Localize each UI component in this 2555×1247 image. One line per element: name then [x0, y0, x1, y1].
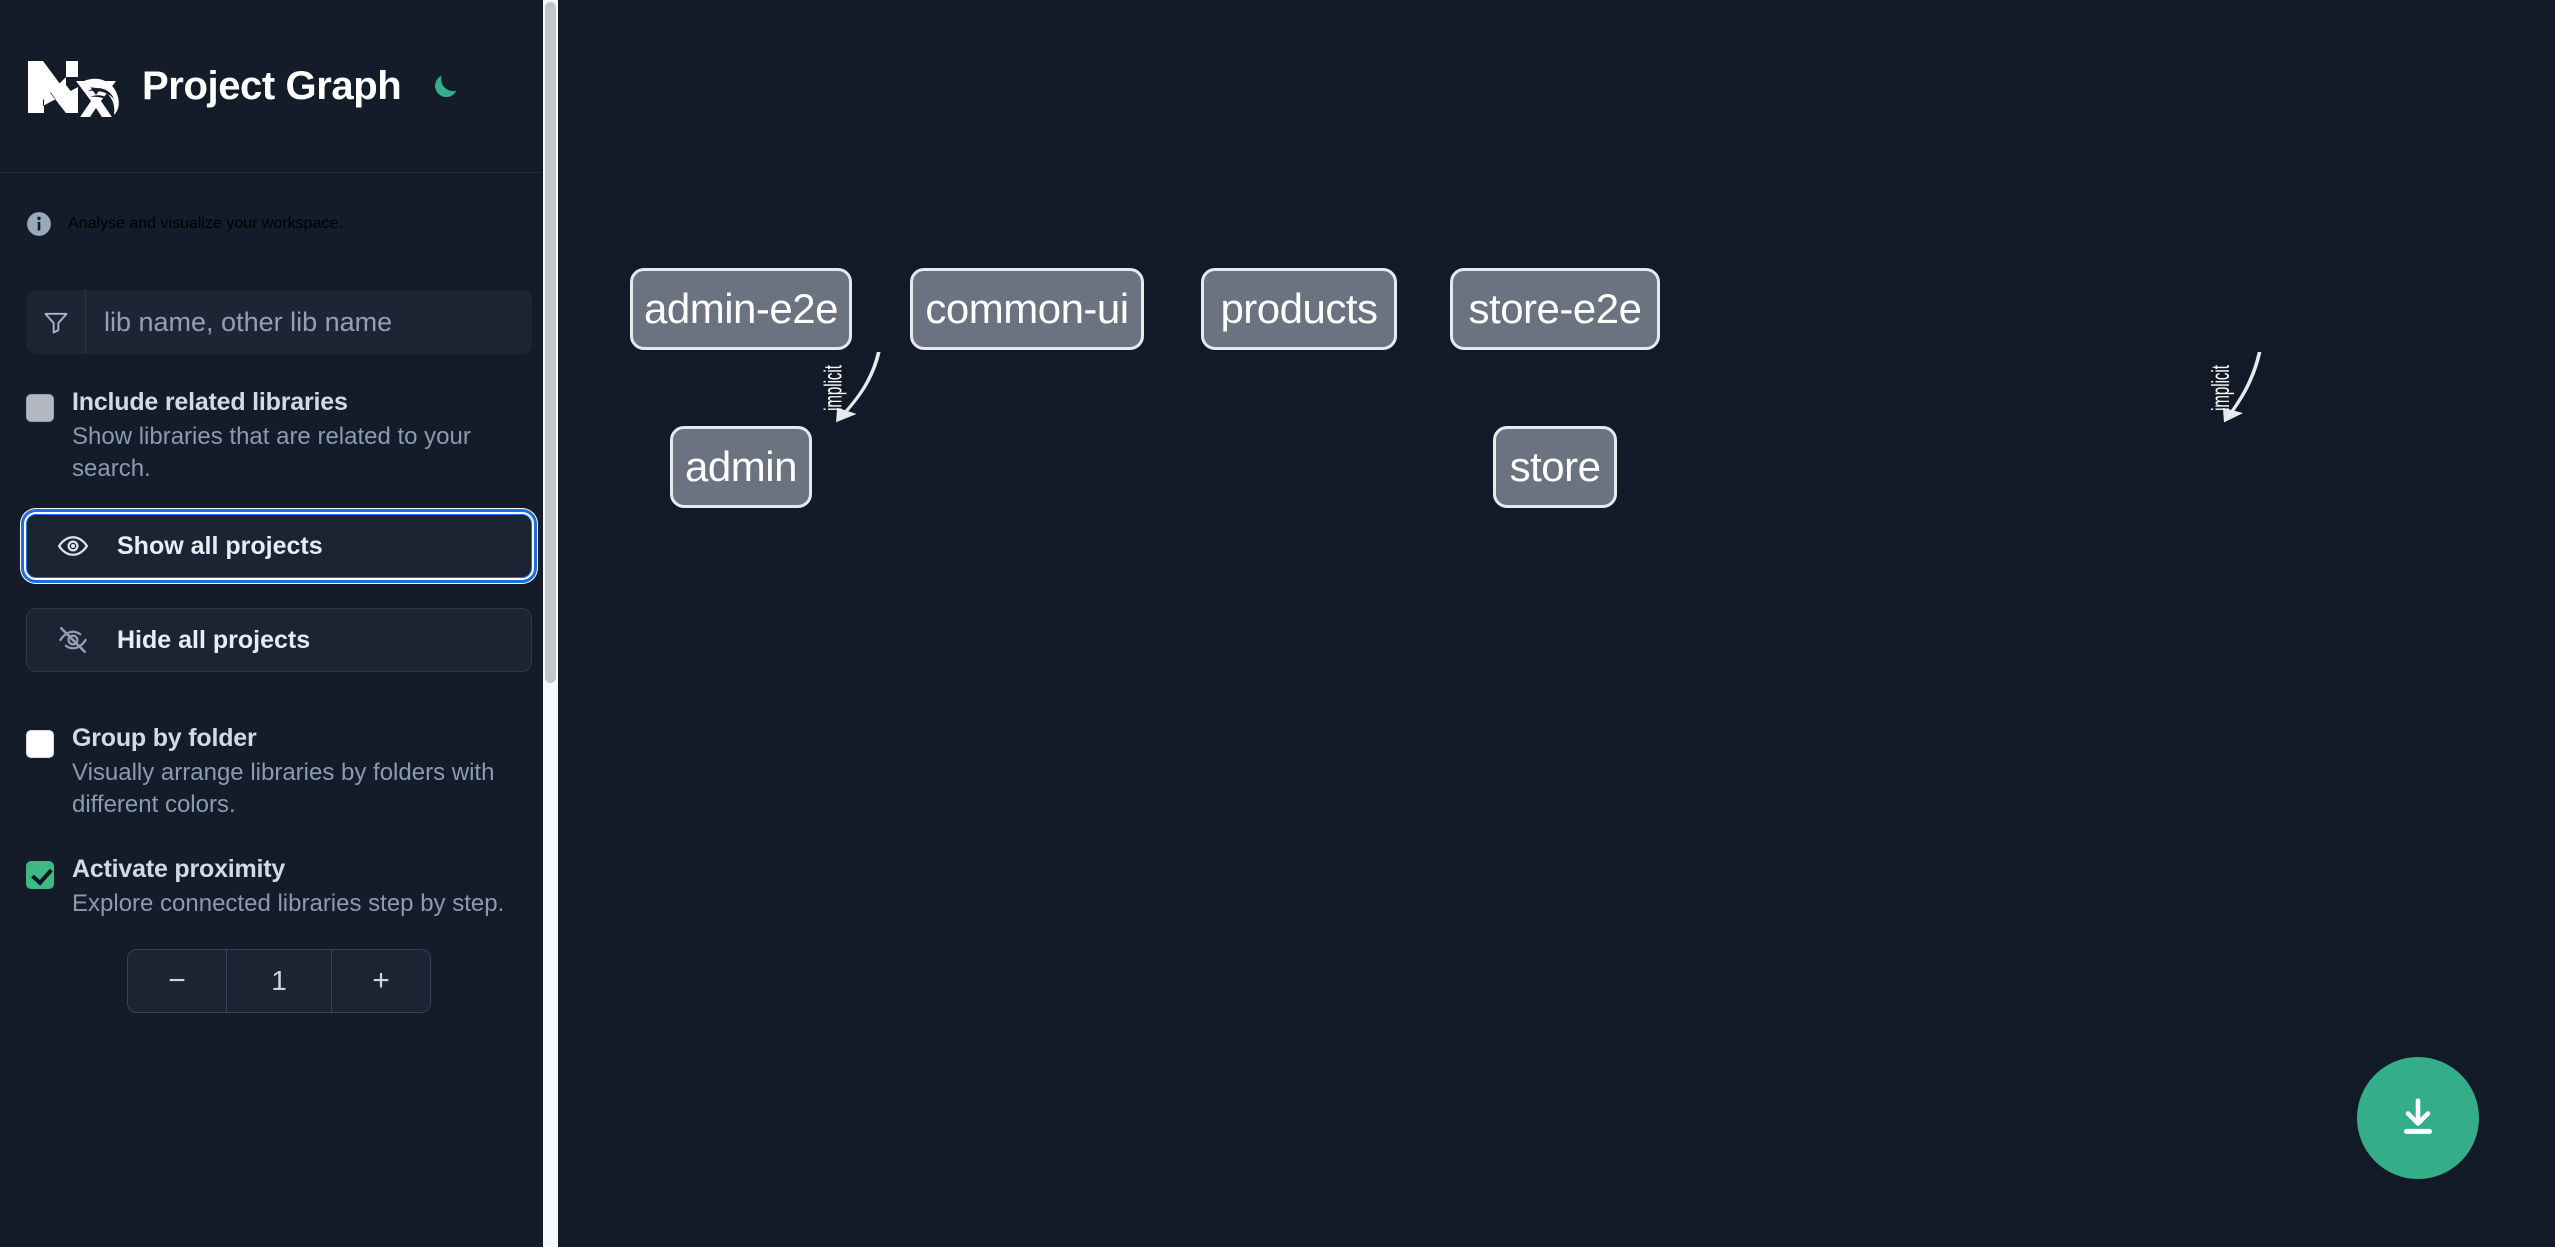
- workspace-info-text: Analyse and visualize your workspace.: [68, 215, 343, 232]
- graph-node-common-ui[interactable]: common-ui: [910, 268, 1144, 350]
- proximity-stepper-wrapper: − 1 +: [26, 949, 532, 1014]
- node-label: store-e2e: [1468, 285, 1642, 332]
- workspace-info: Analyse and visualize your workspace.: [0, 173, 558, 237]
- option-description: Show libraries that are related to your …: [72, 423, 471, 482]
- sidebar-header: Project Graph: [0, 0, 558, 173]
- hide-all-projects-button[interactable]: Hide all projects: [26, 608, 532, 673]
- eye-icon: [57, 529, 91, 563]
- download-graph-button[interactable]: [2357, 1057, 2479, 1179]
- hide-all-projects-label: Hide all projects: [117, 625, 311, 654]
- graph-node-admin-e2e[interactable]: admin-e2e: [630, 268, 852, 350]
- sidebar-scrollbar-thumb[interactable]: [545, 2, 556, 683]
- download-icon: [2395, 1094, 2441, 1143]
- option-label: Activate proximity: [72, 854, 286, 883]
- option-label: Group by folder: [72, 724, 257, 753]
- show-all-projects-button[interactable]: Show all projects: [21, 509, 537, 584]
- option-group-by-folder[interactable]: Group by folder Visually arrange librari…: [26, 724, 532, 820]
- search-input[interactable]: [86, 290, 532, 354]
- quantity-stepper: − 1 +: [127, 949, 431, 1014]
- graph-edges-layer: implicit implicit: [820, 351, 2262, 423]
- graph-node-products[interactable]: products: [1201, 268, 1397, 350]
- sidebar-scrollbar[interactable]: [543, 0, 558, 1247]
- info-icon: [26, 211, 52, 237]
- option-label: Include related libraries: [72, 388, 348, 416]
- sidebar-body: Include related libraries Show libraries…: [0, 290, 558, 1014]
- edge-label: implicit: [820, 365, 848, 411]
- node-label: admin-e2e: [644, 285, 838, 332]
- edge-store-e2e-store[interactable]: implicit: [2207, 351, 2262, 423]
- edge-admin-e2e-admin[interactable]: implicit: [820, 351, 881, 423]
- option-activate-proximity[interactable]: Activate proximity Explore connected lib…: [26, 855, 532, 920]
- stepper-decrement-button[interactable]: −: [128, 950, 226, 1013]
- option-include-related-libraries[interactable]: Include related libraries Show libraries…: [26, 388, 532, 484]
- show-all-projects-label: Show all projects: [117, 531, 323, 560]
- nx-logo-icon: [26, 55, 122, 123]
- stepper-increment-button[interactable]: +: [332, 950, 430, 1013]
- stepper-value: 1: [226, 950, 332, 1013]
- graph-node-admin[interactable]: admin: [670, 426, 812, 508]
- node-label: products: [1220, 285, 1378, 332]
- graph-node-store-e2e[interactable]: store-e2e: [1450, 268, 1660, 350]
- node-label: admin: [685, 443, 797, 490]
- graph-canvas[interactable]: implicit implicit admin-e2e common-ui pr…: [558, 0, 2555, 1247]
- page-title: Project Graph: [142, 63, 402, 108]
- spacer: [26, 672, 532, 690]
- sidebar: Project Graph Analyse and visualize your…: [0, 0, 558, 1247]
- moon-icon[interactable]: [425, 64, 469, 108]
- eye-off-icon: [57, 623, 91, 657]
- graph-node-store[interactable]: store: [1493, 426, 1617, 508]
- node-label: store: [1509, 443, 1601, 490]
- activate-proximity-checkbox[interactable]: [26, 860, 54, 889]
- include-related-libraries-checkbox[interactable]: [26, 394, 54, 422]
- filter-search-field[interactable]: [26, 290, 532, 354]
- filter-funnel-icon: [26, 290, 86, 354]
- node-label: common-ui: [925, 285, 1129, 332]
- option-description: Visually arrange libraries by folders wi…: [72, 759, 495, 819]
- option-description: Explore connected libraries step by step…: [72, 889, 505, 917]
- edge-label: implicit: [2207, 365, 2235, 411]
- group-by-folder-checkbox[interactable]: [26, 730, 54, 759]
